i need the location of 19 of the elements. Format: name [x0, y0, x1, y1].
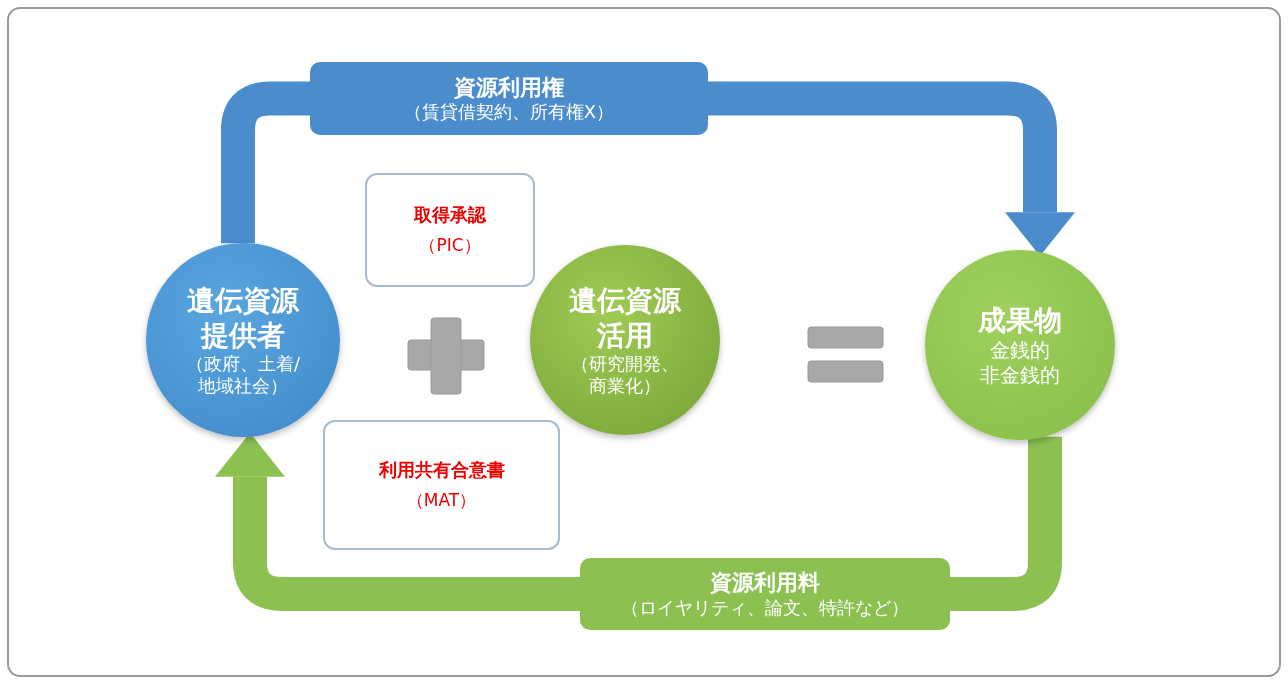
band-subtitle: （ロイヤリティ、論文、特許など） [621, 596, 909, 619]
circle-title: 遺伝資源活用 [568, 282, 682, 353]
circle-subtitle: （政府、土着/地域社会） [184, 352, 302, 398]
band-title: 資源利用料 [710, 569, 820, 597]
connector [221, 81, 310, 244]
circle-subtitle: 金銭的 [990, 337, 1050, 363]
band-title: 資源利用権 [454, 73, 564, 101]
circle-title: 成果物 [978, 302, 1062, 338]
box-subtitle: （MAT） [406, 489, 477, 511]
note-box [365, 173, 535, 287]
note-box [323, 420, 560, 550]
box-subtitle: （PIC） [419, 234, 481, 256]
box-title: 取得承認 [414, 204, 486, 227]
box-title: 利用共有合意書 [378, 459, 505, 482]
circle-subtitle: （研究開発、商業化） [570, 352, 680, 398]
circle-title: 遺伝資源提供者 [186, 282, 300, 353]
circle-subtitle: 非金銭的 [980, 362, 1060, 388]
connector [950, 436, 1062, 611]
band-subtitle: （賃貸借契約、所有権X） [403, 101, 615, 124]
